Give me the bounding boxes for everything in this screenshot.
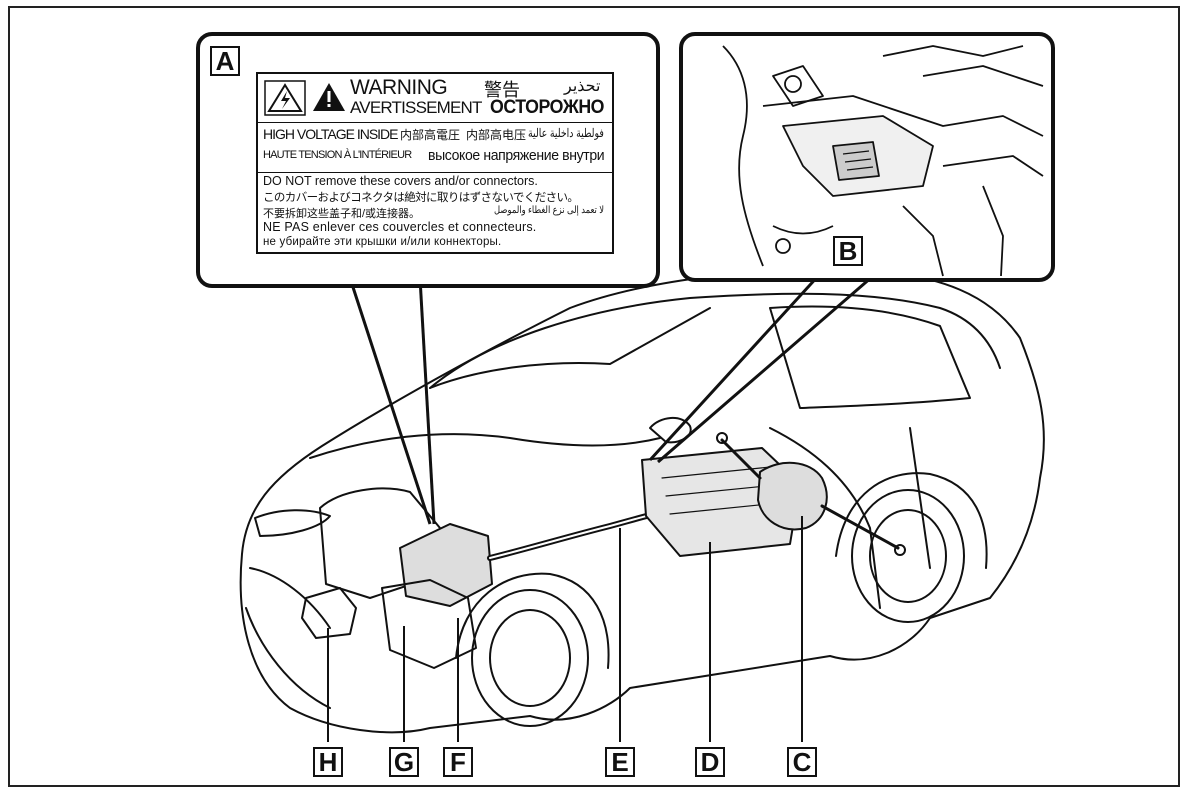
warning-text-ru: ОСТОРОЖНО [490,97,604,119]
label-a: A [210,46,240,76]
front-wheel-hub [490,610,570,706]
diagram-frame: A WARNING 警告 تحذير AVERTISSEMENT ОСТОРОЖ… [8,6,1180,787]
instruction-fr: NE PAS enlever ces couvercles et connect… [263,220,536,234]
door-line [910,428,930,568]
connector-closeup-illustration [683,36,1051,278]
instruction-zh: 不要拆卸这些盖子和/或连接器。 [263,205,420,221]
leader-line-a [420,278,434,524]
hood-line [310,434,660,458]
instruction-ar: لا تعمد إلى نزع الغطاء والموصل [494,205,604,216]
hv-text-fr: HAUTE TENSION À L'INTÉRIEUR [263,149,411,161]
warning-text-fr: AVERTISSEMENT [350,98,482,118]
high-voltage-icon [264,80,306,116]
callout-b: B [679,32,1055,282]
label-d: D [695,747,725,777]
leader-line-a [350,278,430,524]
hv-text-ar: فولطية داخلية عالية [528,126,604,140]
rear-motor [758,463,827,530]
instruction-ja: このカバーおよびコネクタは絶対に取りはずさないでください。 [263,189,578,205]
warning-label: WARNING 警告 تحذير AVERTISSEMENT ОСТОРОЖНО… [256,72,614,254]
rear-wheel-hub [870,510,946,602]
rear-axle [822,506,898,548]
label-b: B [833,236,863,266]
warning-triangle-icon [312,82,346,112]
label-e: E [605,747,635,777]
grille [250,568,330,628]
label-c: C [787,747,817,777]
warning-header: WARNING 警告 تحذير AVERTISSEMENT ОСТОРОЖНО [258,74,612,123]
bumper [246,608,330,708]
label-g: G [389,747,419,777]
warning-text-ar: تحذير [564,76,600,96]
hv-text-zh: 内部高电压 [466,126,526,143]
side-window [770,307,970,408]
callout-a: A WARNING 警告 تحذير AVERTISSEMENT ОСТОРОЖ… [196,32,660,288]
high-voltage-row: HIGH VOLTAGE INSIDE 内部高電圧 内部高电压 فولطية د… [258,122,612,173]
hv-text-ja: 内部高電圧 [400,126,460,143]
headlight [255,510,330,536]
power-control-unit [400,524,492,606]
vehicle-roof [430,294,1000,388]
instruction-ru: не убирайте эти крышки и/или коннекторы. [263,236,501,248]
hv-text-en: HIGH VOLTAGE INSIDE [263,126,398,142]
warning-text-en: WARNING [350,76,447,100]
hv-text-ru: высокое напряжение внутри [428,147,604,164]
label-h: H [313,747,343,777]
vehicle-body [241,269,1044,732]
leader-line-b [650,274,820,460]
label-f: F [443,747,473,777]
instruction-en: DO NOT remove these covers and/or connec… [263,174,538,188]
